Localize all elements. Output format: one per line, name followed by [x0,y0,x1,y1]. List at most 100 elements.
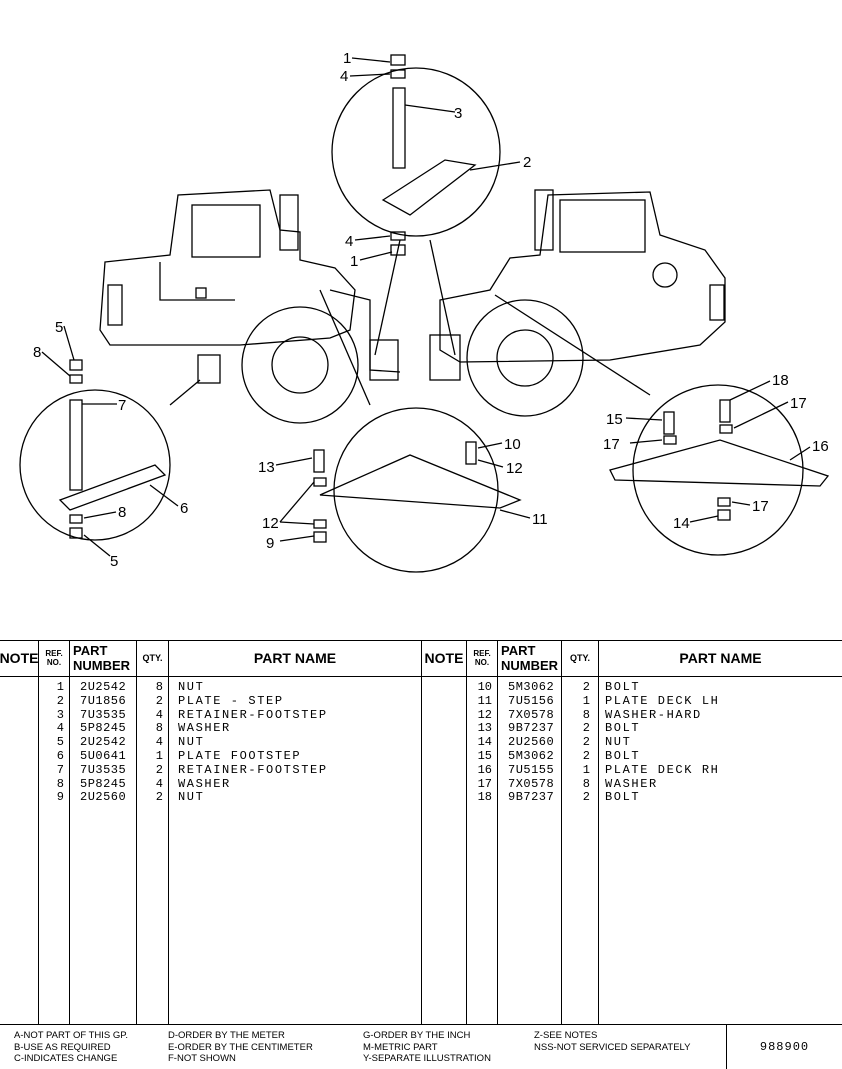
column-divider [38,640,39,1024]
callout-6: 6 [180,500,188,517]
ref-number: 7 [56,762,64,777]
ref-number: 4 [56,721,64,736]
ref-number: 15 [477,748,492,763]
part-name: NUT [178,790,205,805]
header-part-name-right: PART NAME [679,650,762,666]
callout-17-left: 17 [603,436,620,453]
part-number: 7X0578 [508,776,555,791]
legend-column-2: D-ORDER BY THE METER E-ORDER BY THE CENT… [168,1030,313,1065]
callout-1-top: 1 [343,50,351,67]
part-name: WASHER [605,776,658,791]
part-name: PLATE DECK LH [605,693,720,708]
ref-number: 8 [56,776,64,791]
header-note-left: NOTE [0,650,39,666]
page-number: 988900 [759,1039,810,1054]
legend-column-1: A-NOT PART OF THIS GP. B-USE AS REQUIRED… [14,1030,128,1065]
part-number: 7U3535 [80,762,127,777]
part-name: PLATE - STEP [178,693,284,708]
quantity: 2 [582,735,590,750]
header-ref-line2: NO. [474,658,490,667]
part-number: 9B7237 [508,721,555,736]
part-number: 2U2560 [508,735,555,750]
legend-item: E-ORDER BY THE CENTIMETER [168,1041,313,1053]
part-number: 5M3062 [508,680,555,694]
callout-11: 11 [532,511,548,528]
detail-circle-top [331,67,501,237]
ref-number: 12 [477,707,492,722]
header-part-line1: PART [501,643,536,658]
legend-item: D-ORDER BY THE METER [168,1030,285,1041]
truck-right-illustration [429,189,726,417]
part-name: PLATE FOOTSTEP [178,748,302,763]
column-divider [466,640,467,1024]
header-ref-line1: REF. [473,649,491,658]
part-name: WASHER-HARD [605,707,702,722]
callout-10: 10 [504,436,521,453]
callout-17-bottom: 17 [752,498,769,515]
part-number: 7U1856 [80,693,127,708]
part-number: 2U2560 [80,790,127,805]
ref-number: 17 [477,776,492,791]
part-number: 2U2542 [80,735,127,750]
callout-2: 2 [523,154,531,171]
ref-number: 16 [477,762,492,777]
callout-3: 3 [454,105,462,122]
quantity: 8 [582,776,590,791]
legend-item: F-NOT SHOWN [168,1053,236,1064]
column-divider [421,640,422,1024]
callout-16: 16 [812,438,829,455]
exploded-parts-illustration: 1 4 3 2 4 1 5 8 7 6 8 5 13 10 12 12 11 9… [19,50,830,573]
header-part-line2: NUMBER [73,658,131,673]
footer-top-rule [0,1024,842,1025]
header-ref-line2: NO. [46,658,62,667]
ref-number: 13 [477,721,492,736]
quantity: 4 [155,776,163,791]
quantity: 8 [155,721,163,736]
header-part-line1: PART [73,643,108,658]
part-name: NUT [178,680,205,694]
quantity: 4 [155,735,163,750]
legend-column-4: Z-SEE NOTES NSS-NOT SERVICED SEPARATELY [534,1030,690,1053]
parts-table: NOTE REF. NO. PART NUMBER QTY. PART NAME… [0,640,842,1024]
part-name: BOLT [605,790,641,805]
quantity: 2 [582,721,590,736]
ref-number: 11 [477,693,492,708]
callout-5-bottom: 5 [110,553,118,570]
legend-item: G-ORDER BY THE INCH [363,1030,471,1041]
ref-number: 3 [56,707,64,722]
quantity: 2 [582,680,590,694]
header-ref-left: REF. NO. [39,640,69,676]
detail-circle-middle [333,407,499,573]
ref-number: 10 [477,680,492,694]
callout-18: 18 [772,372,789,389]
legend-column-3: G-ORDER BY THE INCH M-METRIC PART Y-SEPA… [363,1030,491,1065]
part-name: BOLT [605,680,641,694]
legend-item: C-INDICATES CHANGE [14,1053,118,1064]
header-qty-left: QTY. [142,653,163,663]
legend-item: A-NOT PART OF THIS GP. [14,1030,129,1041]
header-part-number-left: PART NUMBER [70,640,136,676]
callout-4-bottom: 4 [345,233,353,250]
part-name: NUT [605,735,632,750]
part-name: WASHER [178,776,231,791]
part-number: 7U3535 [80,707,127,722]
quantity: 1 [582,762,590,777]
legend-footer: A-NOT PART OF THIS GP. B-USE AS REQUIRED… [0,1024,842,1069]
part-number: 7U5155 [508,762,555,777]
ref-number: 6 [56,748,64,763]
header-part-name-left: PART NAME [253,650,337,666]
callout-12-left: 12 [262,515,279,532]
part-number: 5M3062 [508,748,555,763]
legend-item: B-USE AS REQUIRED [14,1041,111,1053]
